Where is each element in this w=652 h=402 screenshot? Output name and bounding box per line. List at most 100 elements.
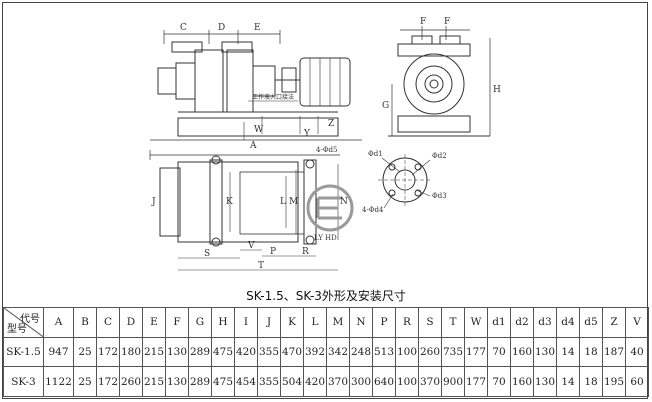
column-header: T [441, 307, 465, 338]
column-header: N [349, 307, 373, 338]
table-cell: 14 [556, 366, 580, 397]
dim-label-n: N [340, 197, 348, 207]
column-header: R [395, 307, 419, 338]
flange-label-d2: Φd2 [432, 152, 447, 160]
dim-label-m: M [289, 197, 298, 207]
column-header: A [43, 307, 74, 338]
column-header: d5 [579, 307, 603, 338]
table-cell: 130 [533, 366, 557, 397]
table-cell: 177 [464, 336, 488, 368]
table-cell: 947 [43, 336, 74, 368]
table-cell: 25 [73, 366, 97, 397]
column-header: K [280, 307, 304, 338]
dim-label-h: H [493, 85, 501, 95]
table-cell: 370 [326, 366, 350, 397]
dim-label-v: V [247, 241, 255, 251]
table-cell: 100 [395, 366, 419, 397]
plan-view [149, 150, 340, 271]
drawing-caption: SK-1.5、SK-3外形及安装尺寸 [246, 289, 406, 303]
table-cell: 70 [487, 366, 511, 397]
column-header: W [464, 307, 488, 338]
table-cell: 215 [142, 366, 166, 397]
flange-detail [378, 154, 432, 209]
row-model-cell: SK-1.5 [3, 336, 44, 368]
table-cell: 475 [211, 366, 235, 397]
table-cell: 1122 [43, 366, 74, 397]
column-header: V [625, 307, 649, 338]
side-view [388, 26, 491, 137]
elevation-view [150, 30, 362, 141]
dim-label-f2: F [444, 17, 450, 27]
column-header: D [119, 307, 143, 338]
table-cell: 289 [188, 336, 212, 368]
table-cell: 475 [211, 336, 235, 368]
table-cell: 392 [303, 336, 327, 368]
column-header: G [188, 307, 212, 338]
table-cell: 470 [280, 336, 304, 368]
table-cell: 640 [372, 366, 396, 397]
table-cell: 454 [234, 366, 258, 397]
dim-label-p: P [270, 247, 276, 257]
table-cell: 130 [165, 336, 189, 368]
dim-label-y: Y [303, 129, 311, 139]
engineering-drawing: C D E A W Z Y F F G H 工作液入口接法 4-Φd5 J K … [149, 17, 501, 271]
column-header: L [303, 307, 327, 338]
dim-label-d5: 4-Φd5 [316, 146, 338, 154]
corner-label-model: 型号 [7, 323, 27, 335]
dim-label-z: Z [328, 119, 334, 129]
dim-label-l: L [280, 197, 286, 207]
table-cell: 130 [165, 366, 189, 397]
table-cell: 172 [96, 366, 120, 397]
table-cell: 289 [188, 366, 212, 397]
dim-label-r: R [302, 247, 309, 257]
brand-logo [306, 184, 354, 232]
table-cell: 355 [257, 366, 281, 397]
dim-label-d: D [218, 23, 225, 33]
dim-label-g: G [382, 101, 389, 111]
column-header: d4 [556, 307, 580, 338]
table-cell: 130 [533, 336, 557, 368]
column-header: J [257, 307, 281, 338]
table-cell: 735 [441, 336, 465, 368]
page-frame [2, 2, 648, 399]
table-cell: 187 [602, 336, 626, 368]
table-cell: 260 [418, 336, 442, 368]
column-header: E [142, 307, 166, 338]
column-header: P [372, 307, 396, 338]
corner-label-code: 代号 [20, 314, 40, 325]
table-cell: 25 [73, 336, 97, 368]
table-cell: 248 [349, 336, 373, 368]
dim-label-e: E [254, 23, 261, 33]
table-cell: 195 [602, 366, 626, 397]
column-header: S [418, 307, 442, 338]
table-cell: 300 [349, 366, 373, 397]
column-header: H [211, 307, 235, 338]
column-header: I [234, 307, 258, 338]
flange-label-d4: 4-Φd4 [362, 206, 384, 214]
column-header: F [165, 307, 189, 338]
table-cell: 177 [464, 366, 488, 397]
dim-label-a: A [249, 141, 257, 151]
column-header: Z [602, 307, 626, 338]
table-cell: 513 [372, 336, 396, 368]
flange-inlet-label: 工作液入口接法 [252, 93, 294, 101]
table-cell: 40 [625, 336, 649, 368]
table-corner-cell: 代号 型号 [3, 307, 44, 338]
table-cell: 14 [556, 336, 580, 368]
table-cell: 70 [487, 336, 511, 368]
column-header: d3 [533, 307, 557, 338]
dim-label-c: C [180, 23, 187, 33]
dim-label-w: W [254, 125, 264, 135]
column-header: M [326, 307, 350, 338]
table-cell: 342 [326, 336, 350, 368]
table-cell: 160 [510, 366, 534, 397]
logo-text: LY HD [314, 234, 337, 242]
table-cell: 420 [234, 336, 258, 368]
table-cell: 900 [441, 366, 465, 397]
table-cell: 160 [510, 336, 534, 368]
column-header: d2 [510, 307, 534, 338]
column-header: C [96, 307, 120, 338]
flange-label-d3: Φd3 [432, 192, 447, 200]
table-cell: 215 [142, 336, 166, 368]
